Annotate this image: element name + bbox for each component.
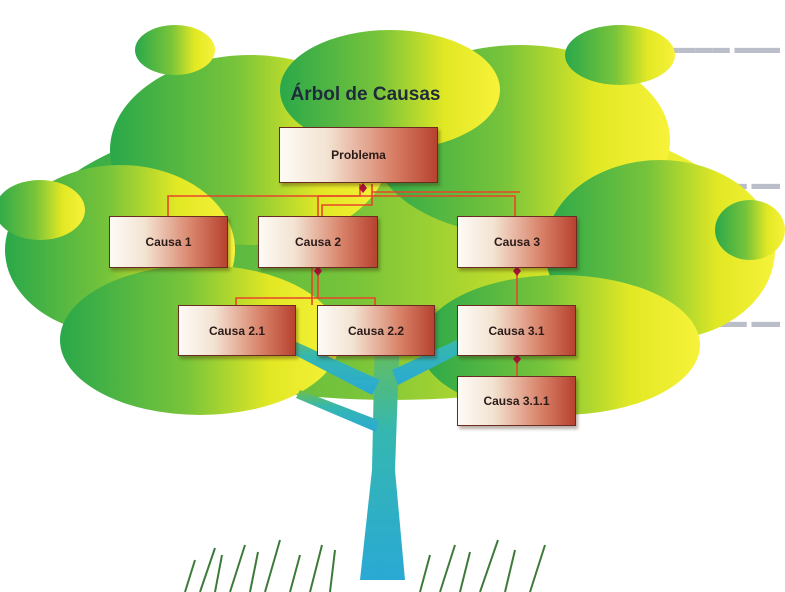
node-label: Causa 1 xyxy=(145,235,192,249)
node-label: Causa 2.1 xyxy=(208,323,266,338)
connector-dot xyxy=(513,266,521,276)
node-label: Causa 3.1.1 xyxy=(483,394,550,408)
node-causa-3: Causa 3 xyxy=(457,216,577,268)
background-text-line: ▬ ▬▬▬▬ ▬▬▬▬ xyxy=(640,38,780,57)
node-causa-3-1-1: Causa 3.1.1 xyxy=(457,376,576,426)
connector-dot xyxy=(314,266,322,276)
connector-dot xyxy=(513,354,521,364)
node-label: Causa 2 xyxy=(294,235,342,249)
diagram-title: Árbol de Causas xyxy=(290,84,441,105)
node-problema: Problema xyxy=(279,127,438,183)
node-label: Causa 2.2 xyxy=(347,323,405,338)
node-label: Problema xyxy=(331,148,386,162)
node-causa-1: Causa 1 xyxy=(109,216,228,268)
node-label: Causa 3.1 xyxy=(488,323,545,338)
grass xyxy=(184,539,546,592)
node-label: Causa 3 xyxy=(493,235,541,249)
node-causa-2-2: Causa 2.2 xyxy=(317,305,435,356)
node-causa-2: Causa 2 xyxy=(258,216,378,268)
node-causa-3-1: Causa 3.1 xyxy=(457,305,576,356)
node-causa-2-1: Causa 2.1 xyxy=(178,305,296,356)
connector-dot xyxy=(359,183,367,193)
